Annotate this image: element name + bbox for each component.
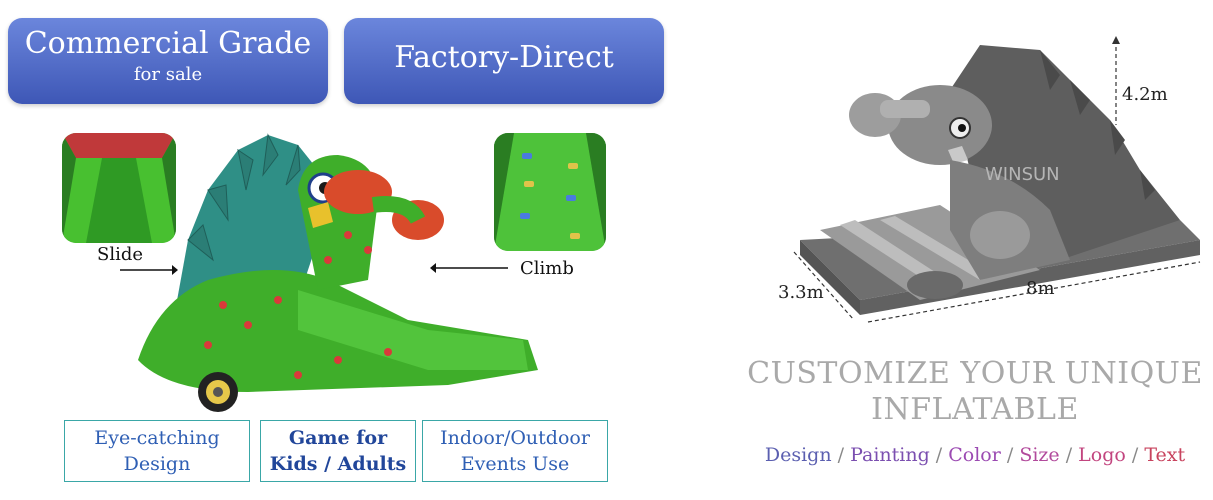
option-separator: /: [929, 444, 949, 466]
customize-option: Painting: [850, 444, 930, 466]
commercial-grade-title: Commercial Grade: [24, 26, 312, 61]
eye-catching-design-feature: Eye-catching Design: [64, 420, 250, 482]
feature-2-line-1: Game for: [288, 427, 388, 449]
factory-direct-title: Factory-Direct: [394, 40, 614, 75]
option-separator: /: [831, 444, 851, 466]
climb-label: Climb: [520, 258, 574, 279]
option-separator: /: [1000, 444, 1020, 466]
slide-dimension-diagram: WINSUN: [793, 36, 1201, 323]
height-dimension: 4.2m: [1122, 84, 1168, 105]
customize-option: Logo: [1078, 444, 1126, 466]
slide-label: Slide: [97, 244, 144, 265]
slide-arrow-icon: [120, 265, 178, 275]
customize-line-2: INFLATABLE: [871, 392, 1079, 427]
width-dimension: 3.3m: [778, 282, 824, 303]
customize-option: Color: [948, 444, 1001, 466]
slide-photo: [62, 133, 176, 243]
customize-option: Size: [1019, 444, 1060, 466]
option-separator: /: [1125, 444, 1145, 466]
feature-1-line-1: Eye-catching: [94, 427, 220, 449]
feature-3-line-2: Events Use: [460, 453, 570, 475]
customize-option: Text: [1144, 444, 1186, 466]
length-dimension: 8m: [1026, 278, 1055, 299]
option-separator: /: [1059, 444, 1079, 466]
for-sale-subtitle: for sale: [133, 64, 203, 85]
climb-photo: [494, 133, 606, 251]
customize-option: Design: [764, 444, 832, 466]
feature-1-line-2: Design: [123, 453, 191, 475]
factory-direct-banner: Factory-Direct: [344, 18, 664, 104]
game-for-kids-adults-feature: Game for Kids / Adults: [260, 420, 416, 482]
feature-3-line-1: Indoor/Outdoor: [440, 427, 590, 449]
customize-options: Design / Painting / Color / Size / Logo …: [740, 444, 1210, 466]
dino-slide-illustration: [138, 133, 538, 412]
customize-heading: CUSTOMIZE YOUR UNIQUE INFLATABLE: [740, 356, 1210, 428]
feature-2-line-2: Kids / Adults: [269, 453, 407, 475]
diagram-watermark: WINSUN: [985, 164, 1060, 185]
climb-arrow-icon: [430, 263, 508, 273]
customize-line-1: CUSTOMIZE YOUR UNIQUE: [747, 356, 1203, 391]
commercial-grade-banner: Commercial Grade for sale: [8, 18, 328, 104]
indoor-outdoor-events-feature: Indoor/Outdoor Events Use: [422, 420, 608, 482]
